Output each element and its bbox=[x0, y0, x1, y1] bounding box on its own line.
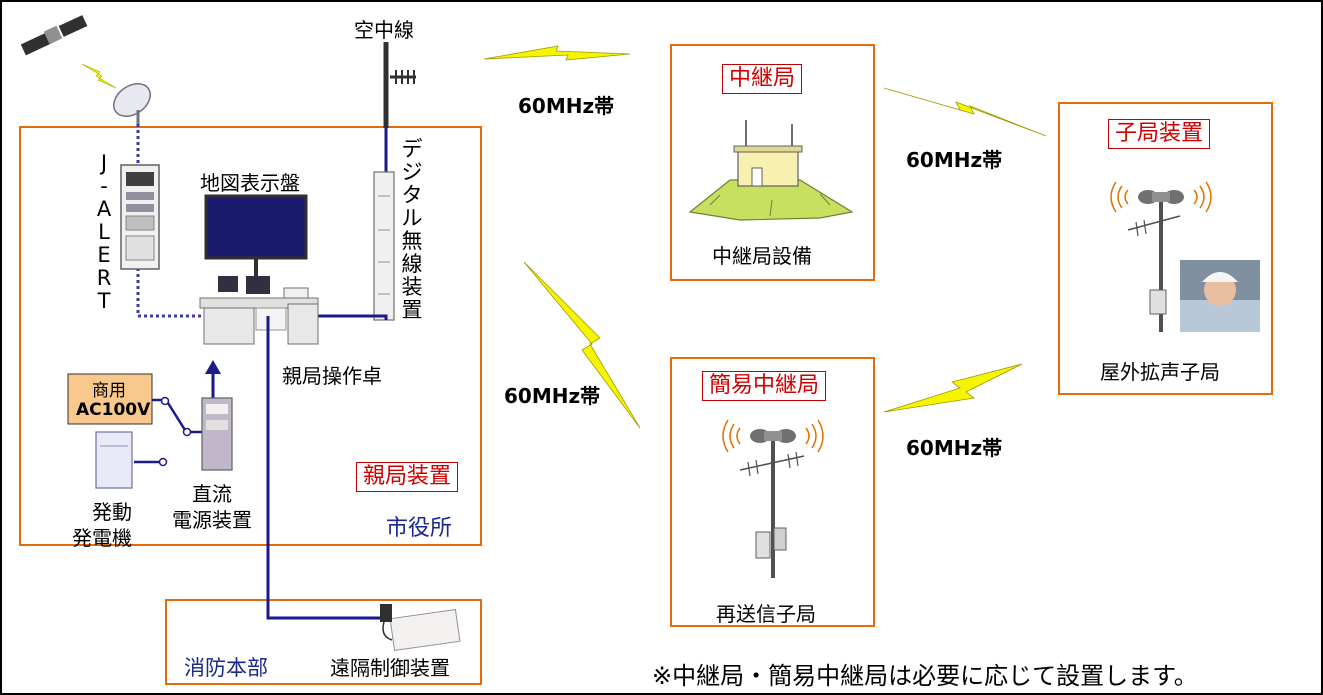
outdoor-speaker-label: 屋外拡声子局 bbox=[1100, 360, 1220, 384]
antenna-icon bbox=[383, 42, 416, 128]
commercial-label-line2: AC100V bbox=[76, 400, 151, 420]
radio-to-console-line bbox=[318, 314, 388, 320]
digital-radio-label: デジタル無線装置 bbox=[401, 137, 423, 322]
link-label-2: 60MHz帯 bbox=[906, 148, 1003, 172]
satellite-lightning-icon bbox=[81, 63, 117, 89]
generator-label-line2: 発電機 bbox=[72, 526, 132, 550]
generator-label-line1: 発動 bbox=[92, 500, 132, 524]
map-display-icon bbox=[204, 194, 308, 282]
lightning-simple-child bbox=[883, 363, 1023, 413]
child-station-badge: 子局装置 bbox=[1108, 119, 1211, 149]
simple-relay-pole-icon bbox=[722, 419, 824, 578]
relay-station-box bbox=[670, 44, 875, 281]
fire-hq-line bbox=[266, 316, 380, 620]
console-desk-icon bbox=[199, 276, 319, 345]
remote-control-icon bbox=[380, 604, 461, 652]
dc-power-label-line2: 電源装置 bbox=[172, 508, 252, 532]
link-label-1: 60MHz帯 bbox=[518, 94, 615, 118]
digital-radio-rack-icon bbox=[373, 171, 395, 321]
generator-icon bbox=[95, 431, 133, 489]
parent-station-badge: 親局装置 bbox=[356, 462, 459, 492]
lightning-hq-relay bbox=[483, 45, 631, 61]
remote-control-label: 遠隔制御装置 bbox=[330, 656, 450, 680]
link-label-4: 60MHz帯 bbox=[906, 436, 1003, 460]
dc-power-unit-icon bbox=[201, 397, 233, 471]
jalert-rack-icon bbox=[120, 164, 160, 270]
city-hall-box bbox=[19, 126, 482, 546]
dc-power-label-line1: 直流 bbox=[192, 482, 232, 506]
link-label-3: 60MHz帯 bbox=[504, 384, 601, 408]
simple-relay-box bbox=[670, 357, 875, 627]
installation-note: ※中継局・簡易中継局は必要に応じて設置します。 bbox=[652, 662, 1198, 690]
lightning-relay-child bbox=[883, 87, 1047, 137]
child-station-box bbox=[1058, 102, 1273, 395]
lightning-hq-simple bbox=[523, 261, 641, 429]
satellite-dish-icon bbox=[113, 83, 151, 124]
fire-hq-label: 消防本部 bbox=[184, 656, 268, 680]
satellite-icon bbox=[20, 15, 88, 56]
map-display-label: 地図表示盤 bbox=[200, 171, 300, 195]
fire-hq-box bbox=[165, 599, 482, 685]
retransmit-child-label: 再送信子局 bbox=[716, 602, 816, 626]
antenna-label: 空中線 bbox=[354, 18, 414, 42]
relay-building-icon bbox=[733, 120, 803, 187]
console-label: 親局操作卓 bbox=[282, 364, 382, 388]
commercial-label-line1: 商用 bbox=[92, 381, 126, 401]
operator-photo bbox=[1180, 260, 1260, 332]
relay-mountain-icon bbox=[688, 179, 854, 221]
simple-relay-badge: 簡易中継局 bbox=[702, 371, 827, 401]
city-hall-label: 市役所 bbox=[386, 516, 453, 541]
relay-station-badge: 中継局 bbox=[722, 64, 803, 94]
relay-equipment-label: 中継局設備 bbox=[712, 244, 812, 268]
child-station-pole-icon bbox=[1110, 181, 1212, 332]
